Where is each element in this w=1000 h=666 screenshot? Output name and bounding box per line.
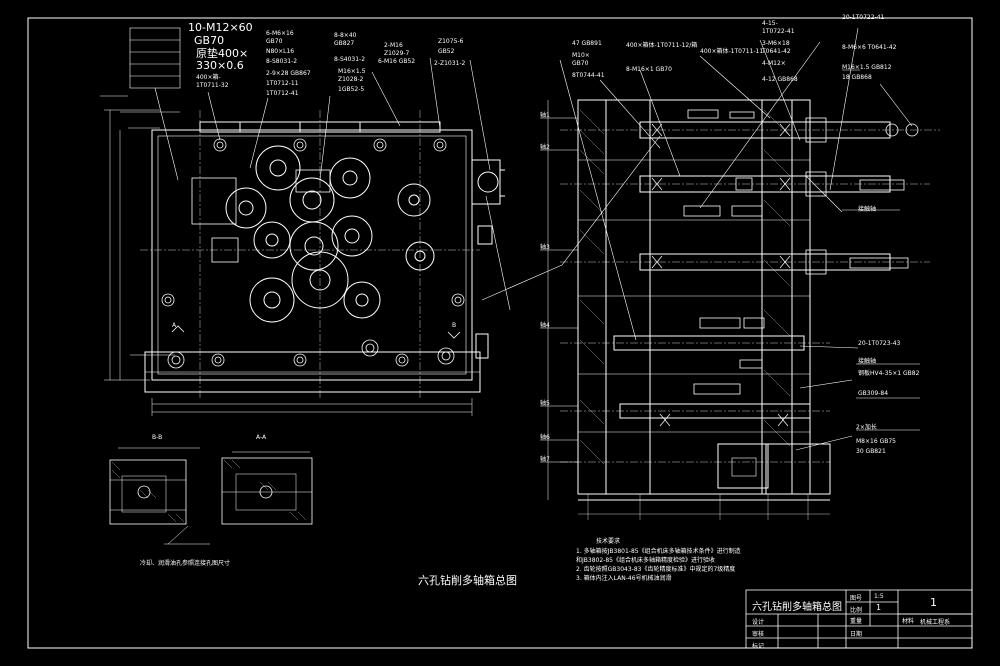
axis-label-6: 轴6 [540, 434, 550, 441]
tb-label-6: 标记 [752, 643, 765, 650]
drawing-title: 六孔钻削多轴箱总图 [418, 574, 517, 587]
tb-label-5: 审核 [752, 631, 765, 638]
notes-heading: 技术要求 [596, 538, 621, 545]
tb-sheet: 1 [930, 596, 937, 609]
spindle-section-view [481, 27, 940, 520]
sv-callout-13: 20-1T0722-41 [842, 14, 885, 21]
sv-callout-6: 8-M16×1 GB70 [626, 66, 672, 73]
axis-label-7: 轴7 [540, 456, 550, 463]
tb-label-3: 材料 [902, 618, 915, 625]
sv-right-3: 钢板HV4-35×1 GB82 [858, 370, 920, 377]
callout-8: GB827 [334, 40, 355, 47]
callout-4: 2-9×28 GB867 [266, 70, 311, 77]
callout-15: 6-M16 GB52 [378, 58, 416, 65]
callout-11: Z1028-2 [338, 76, 364, 83]
sv-callout-15: M16×1.5 GB812 [842, 64, 892, 71]
notes-item-2: 和JB3802-85《组合机床多轴箱精度检验》进行验收 [576, 557, 715, 564]
notes-item-3: 2. 齿轮按照GB3043-83《齿轮精度标准》中规定的7级精度 [576, 566, 736, 573]
side-note: 冷却、润滑油孔参照连接孔图尺寸 [140, 560, 231, 567]
axis-label-5: 轴5 [540, 400, 550, 407]
axis-label-1: 轴1 [540, 112, 550, 119]
tb-qty: 1 [876, 603, 882, 612]
sv-callout-9: 3-M6×18 [762, 40, 790, 47]
tb-scale: 1:5 [874, 593, 884, 600]
callout-0: 6-M6×16 [266, 30, 294, 37]
note-bolt-spec: 10-M12×60 [188, 21, 253, 34]
sv-right-1: 接触轴 [858, 206, 877, 213]
sv-callout-2: GB70 [572, 60, 589, 67]
tb-school: 机械工程系 [920, 619, 951, 626]
callout-12: 1GB52-5 [338, 86, 365, 93]
callout-17: GB52 [438, 48, 455, 55]
tb-label-2: 重量 [850, 618, 863, 625]
sv-callout-8: 1T0722-41 [762, 28, 795, 35]
note-box-code: 1T0711-32 [196, 82, 229, 89]
callout-14: Z1029-7 [384, 50, 410, 57]
sv-right-7: 30 GB821 [856, 448, 886, 455]
sv-callout-10: T0641-42 [762, 48, 791, 55]
marker-a: A [172, 322, 177, 329]
sv-callout-5: 400×箱体-1T0711-11 [700, 48, 764, 55]
detail-sections [109, 447, 313, 545]
callout-13: 2-M16 [384, 42, 403, 49]
notes-item-1: 1. 多轴箱按JB3801-85《组合机床多轴箱技术条件》进行制造 [576, 548, 741, 555]
sv-right-5: 2×加长 [856, 424, 877, 431]
callout-5: 1T0712-11 [266, 80, 299, 87]
sv-callout-12: 4-12 GB868 [762, 76, 798, 83]
tb-label-4: 设计 [752, 619, 765, 626]
tb-label-7: 日期 [850, 631, 863, 638]
sv-callout-14: 8-M6×6 T0641-42 [842, 44, 897, 51]
sv-right-4: GB309-84 [858, 390, 889, 397]
front-view [100, 27, 511, 416]
marker-b: B [452, 322, 457, 329]
callout-3: 8-S8031-2 [266, 58, 298, 65]
sv-callout-16: 18 GB868 [842, 74, 872, 81]
sv-callout-0: 47 GB891 [572, 40, 602, 47]
callout-6: 1T0712-41 [266, 90, 299, 97]
sv-callout-3: 8T0744-41 [572, 72, 605, 79]
section-aa-title: A-A [256, 434, 267, 441]
note-gasket: 原垫400× [196, 47, 249, 60]
axis-label-3: 轴3 [540, 244, 550, 251]
note-box-part: 400×箱- [196, 74, 221, 81]
callout-10: M16×1.5 [338, 68, 366, 75]
sv-callout-11: 4-M12× [762, 60, 786, 67]
tb-label-0: 图号 [850, 595, 863, 602]
callout-2: N80×L16 [266, 48, 295, 55]
sv-right-0: 20-1T0723-43 [858, 340, 901, 347]
sv-callout-1: M10× [572, 52, 590, 59]
notes-item-4: 3. 箱体内注入LAN-46号机械油润滑 [576, 575, 672, 582]
tb-label-1: 比例 [850, 607, 863, 614]
callout-18: 2-Z1031-2 [434, 60, 466, 67]
callout-16: Z1075-6 [438, 38, 464, 45]
note-gasket-size: 330×0.6 [196, 59, 244, 72]
callout-9: 8-S4031-2 [334, 56, 366, 63]
sv-callout-7: 4-15- [762, 20, 778, 27]
axis-label-2: 轴2 [540, 144, 550, 151]
note-gb70: GB70 [194, 34, 225, 47]
title-block-name: 六孔钻削多轴箱总图 [752, 602, 842, 613]
sv-right-6: M8×16 GB75 [856, 438, 896, 445]
axis-label-4: 轴4 [540, 322, 550, 329]
callout-7: 8-8×40 [334, 32, 357, 39]
title-block-frame [745, 589, 973, 649]
section-bb-title: B-B [152, 434, 163, 441]
sv-callout-4: 400×箱体-1T0711-12/箱 [626, 42, 698, 49]
drawing-border [27, 17, 973, 649]
sv-right-2: 接触轴 [858, 358, 877, 365]
callout-1: GB70 [266, 38, 283, 45]
